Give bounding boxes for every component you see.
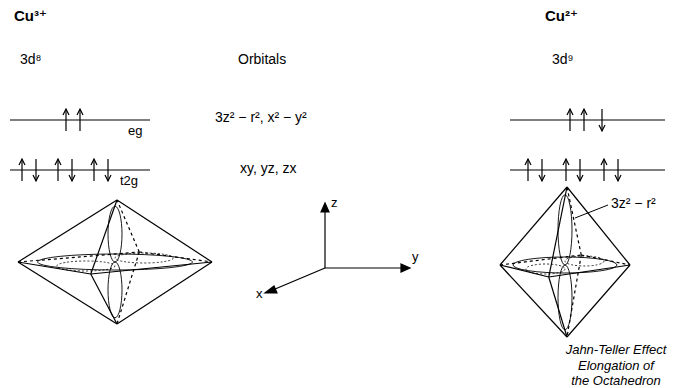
orbital-callout: 3z² − r² — [611, 196, 656, 211]
configuration-label: 3d⁹ — [552, 52, 574, 67]
spin-up — [77, 109, 83, 131]
spin-up — [19, 159, 25, 181]
spin-up — [55, 159, 61, 181]
spin-up — [581, 109, 587, 131]
t2g-level — [510, 169, 665, 170]
caption-line: Jahn-Teller Effect — [566, 343, 667, 357]
caption-line: the Octahedron — [571, 374, 661, 388]
axes — [265, 203, 410, 293]
eg-level — [510, 119, 665, 120]
leader-line — [575, 205, 608, 218]
spin-down — [69, 159, 75, 181]
spin-up — [63, 109, 69, 131]
orbital-label: xy, yz, zx — [240, 161, 297, 176]
axis-label: x — [256, 287, 263, 301]
spin-up — [525, 159, 531, 181]
spin-down — [577, 159, 583, 181]
octahedron — [18, 200, 212, 324]
level-label: t2g — [120, 174, 138, 188]
level-label: eg — [128, 124, 142, 138]
column-heading: Orbitals — [238, 52, 286, 67]
octahedron — [500, 187, 630, 337]
spin-down — [33, 159, 39, 181]
ion-label: Cu³⁺ — [14, 8, 47, 25]
spin-up — [601, 159, 607, 181]
spin-down — [539, 159, 545, 181]
spin-down — [615, 159, 621, 181]
orbital-label: 3z² − r², x² − y² — [215, 110, 307, 125]
axis-label: z — [331, 196, 338, 210]
spin-down — [105, 159, 111, 181]
caption-line: Elongation of — [578, 359, 654, 373]
spin-down — [599, 109, 605, 131]
axis-label: y — [412, 250, 419, 264]
ion-label: Cu²⁺ — [545, 8, 578, 25]
t2g-level — [10, 169, 150, 170]
spin-up — [563, 159, 569, 181]
spin-up — [567, 109, 573, 131]
configuration-label: 3d⁸ — [20, 52, 41, 67]
spin-up — [91, 159, 97, 181]
